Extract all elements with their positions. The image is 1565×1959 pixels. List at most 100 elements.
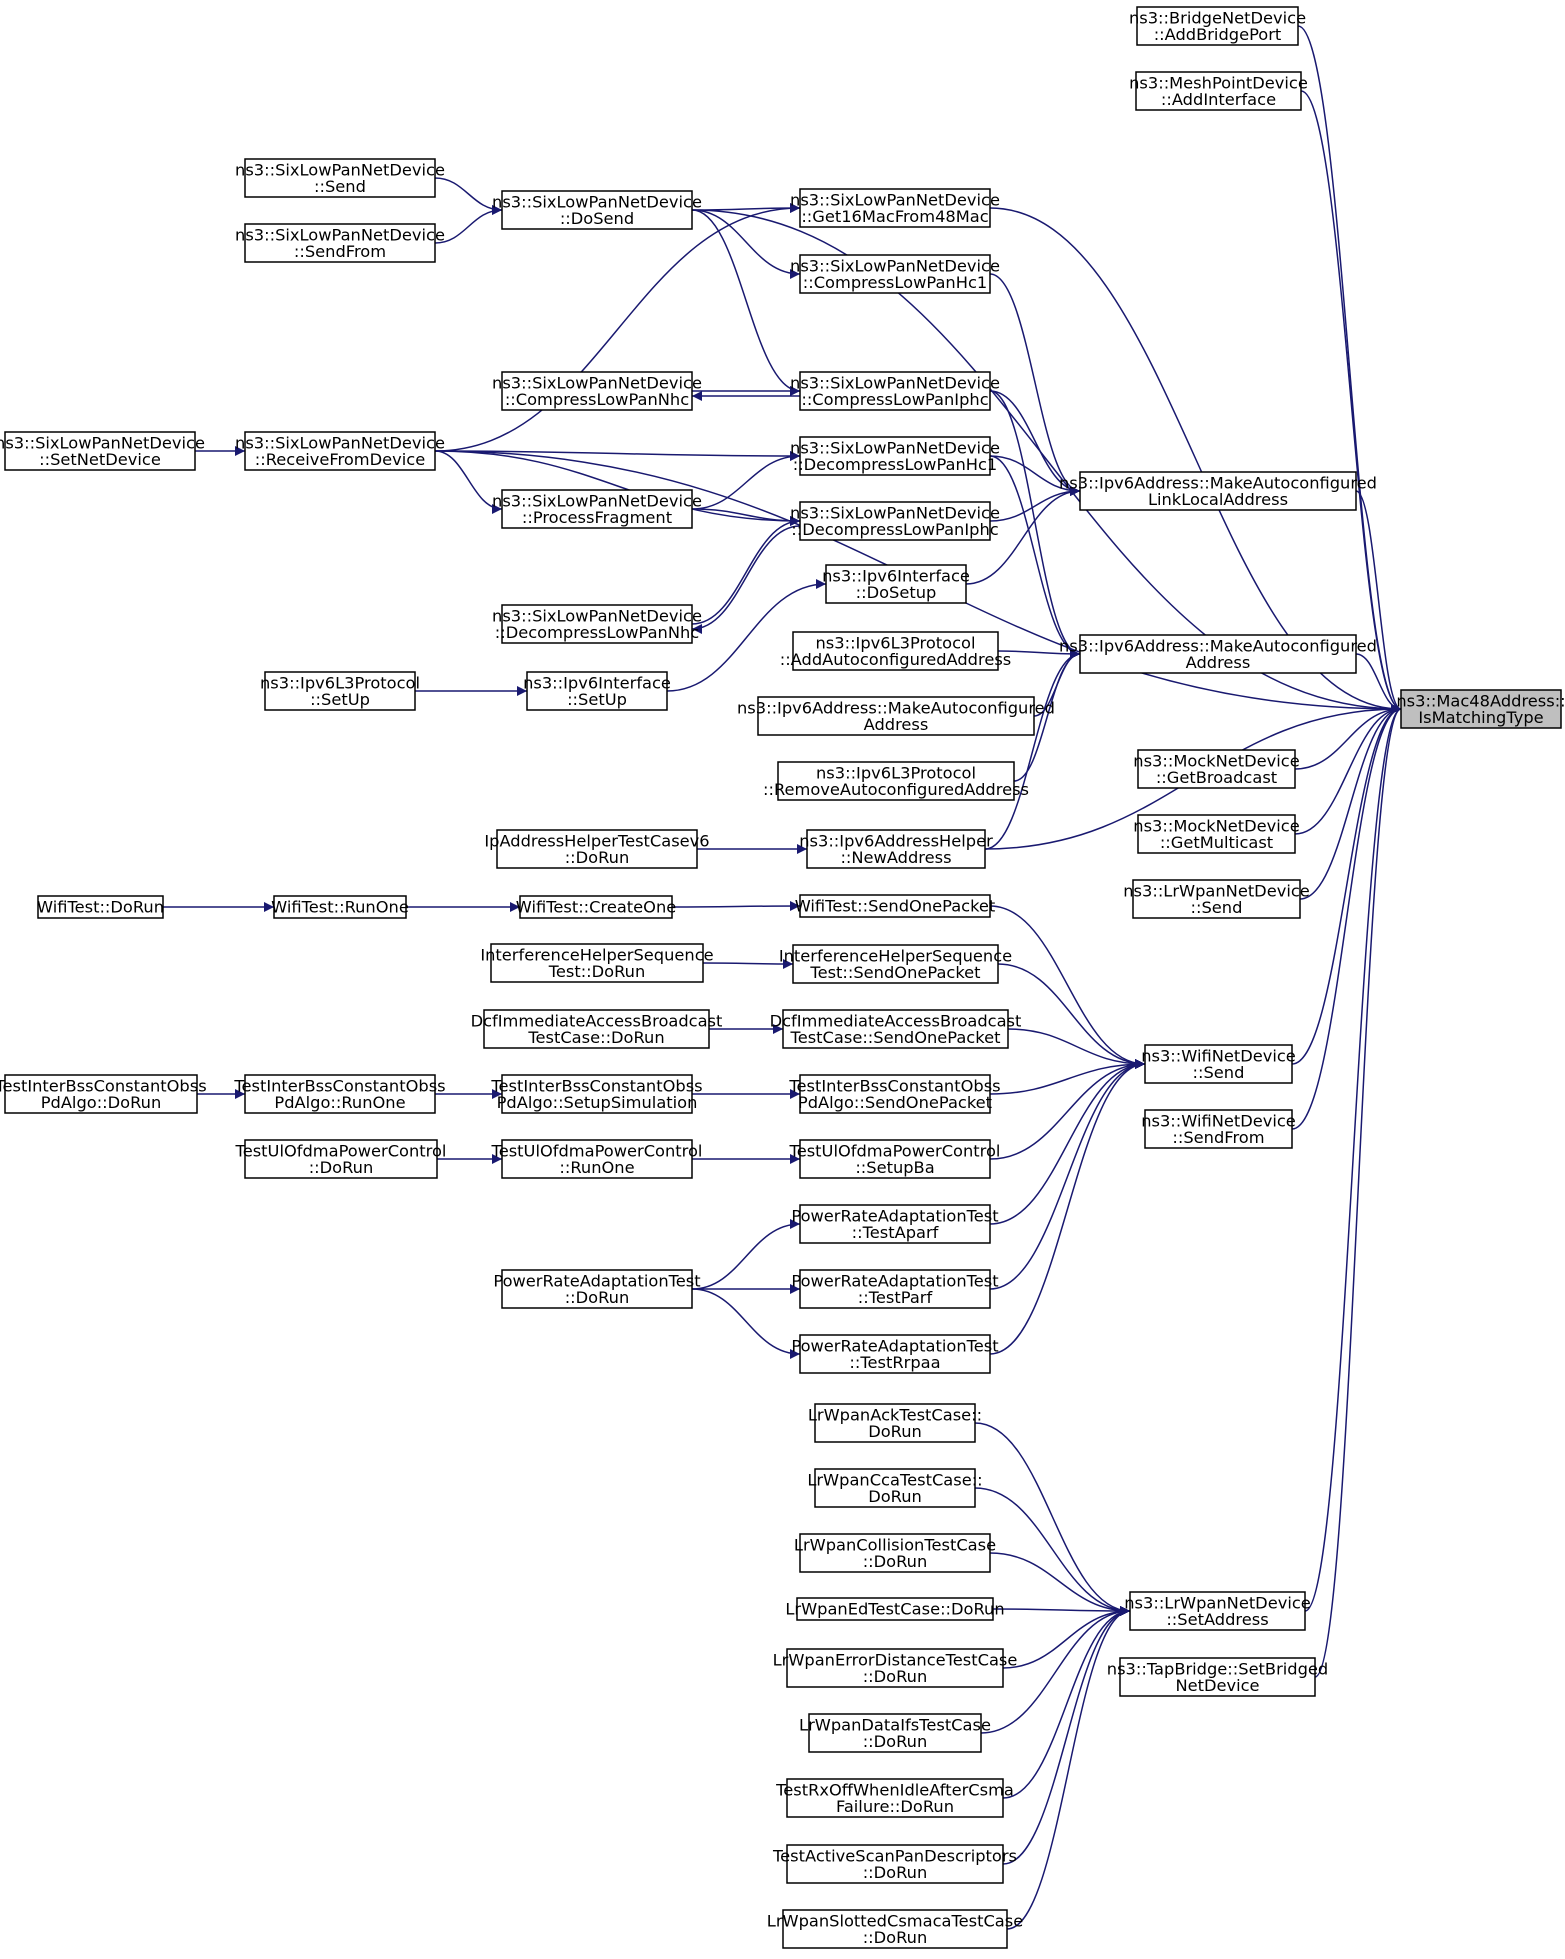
node-label: LrWpanSlottedCsmacaTestCase <box>767 1912 1023 1931</box>
node-label: NetDevice <box>1175 1676 1259 1695</box>
node-label: ::DecompressLowPanHc1 <box>793 455 998 474</box>
node-sixlow_sendfrom[interactable]: ns3::SixLowPanNetDevice::SendFrom <box>235 223 445 263</box>
node-mesh_add[interactable]: ns3::MeshPointDevice::AddInterface <box>1129 71 1308 111</box>
node-label: ::AddInterface <box>1161 90 1276 109</box>
node-box <box>799 188 991 228</box>
node-addauto[interactable]: ns3::Ipv6L3Protocol::AddAutoconfiguredAd… <box>780 631 1012 671</box>
node-lr_cca[interactable]: LrWpanCcaTestCase::DoRun <box>807 1468 983 1508</box>
edge-lr_cca-to-lr_setaddr <box>974 1487 1131 1616</box>
node-tib_setup[interactable]: TestInterBssConstantObssPdAlgo::SetupSim… <box>490 1074 703 1114</box>
node-label: ns3::SixLowPanNetDevice <box>492 492 702 511</box>
edges-layer <box>162 25 1402 1930</box>
node-box <box>782 1009 1009 1049</box>
node-lr_ed[interactable]: LrWpanEdTestCase::DoRun <box>785 1597 1005 1621</box>
edge-lr_rxoff-to-lr_setaddr <box>1002 1606 1131 1799</box>
node-lrwpan_send[interactable]: ns3::LrWpanNetDevice::Send <box>1123 879 1310 919</box>
node-lr_coll[interactable]: LrWpanCollisionTestCase::DoRun <box>794 1533 996 1573</box>
node-tib_send[interactable]: TestInterBssConstantObssPdAlgo::SendOneP… <box>788 1074 1001 1114</box>
edge-lr_coll-to-lr_setaddr <box>989 1552 1131 1616</box>
node-mock_bcast[interactable]: ns3::MockNetDevice::GetBroadcast <box>1133 749 1300 789</box>
node-sixlow_send[interactable]: ns3::SixLowPanNetDevice::Send <box>235 158 445 198</box>
node-box <box>777 761 1015 801</box>
node-ipv6l3_setup[interactable]: ns3::Ipv6L3Protocol::SetUp <box>260 671 420 711</box>
node-iphelper_new[interactable]: ns3::Ipv6AddressHelper::NewAddress <box>799 829 993 869</box>
node-wifitest_sendone[interactable]: WifiTest::SendOnePacket <box>795 894 996 918</box>
node-box <box>799 371 991 411</box>
node-target[interactable]: ns3::Mac48Address::IsMatchingType <box>1396 689 1565 729</box>
node-setnetdev[interactable]: ns3::SixLowPanNetDevice::SetNetDevice <box>0 431 205 471</box>
node-label: TestCase::DoRun <box>527 1028 664 1047</box>
node-label: LrWpanAckTestCase:: <box>808 1406 982 1425</box>
node-comp_hc1[interactable]: ns3::SixLowPanNetDevice::CompressLowPanH… <box>790 254 1000 294</box>
node-ipv6if_setup[interactable]: ns3::Ipv6Interface::SetUp <box>523 671 671 711</box>
node-box <box>501 489 693 529</box>
node-wifitest_create[interactable]: WifiTest::CreateOne <box>516 895 677 919</box>
node-bridge_add[interactable]: ns3::BridgeNetDevice::AddBridgePort <box>1129 6 1306 46</box>
node-label: LrWpanDataIfsTestCase <box>799 1716 991 1735</box>
node-lr_ack[interactable]: LrWpanAckTestCase::DoRun <box>808 1403 982 1443</box>
node-makeauto[interactable]: ns3::Ipv6Address::MakeAutoconfiguredAddr… <box>1059 634 1377 674</box>
edge-mock_bcast-to-target <box>1294 704 1402 770</box>
node-decomp_nhc[interactable]: ns3::SixLowPanNetDevice::DecompressLowPa… <box>492 604 702 644</box>
node-label: TestInterBssConstantObss <box>490 1077 702 1096</box>
node-lr_activescan[interactable]: TestActiveScanPanDescriptors::DoRun <box>772 1844 1017 1884</box>
node-recvfrom[interactable]: ns3::SixLowPanNetDevice::ReceiveFromDevi… <box>235 431 445 471</box>
node-box <box>806 829 986 869</box>
node-procfrag[interactable]: ns3::SixLowPanNetDevice::ProcessFragment <box>492 489 702 529</box>
node-label: LrWpanCcaTestCase:: <box>807 1471 982 1490</box>
node-label: ns3::SixLowPanNetDevice <box>790 257 1000 276</box>
node-decomp_hc1[interactable]: ns3::SixLowPanNetDevice::DecompressLowPa… <box>790 436 1000 476</box>
node-pra_aparf[interactable]: PowerRateAdaptationTest::TestAparf <box>791 1204 999 1244</box>
node-tul_dorun[interactable]: TestUlOfdmaPowerControl::DoRun <box>235 1139 447 1179</box>
node-tul_setupba[interactable]: TestUlOfdmaPowerControl::SetupBa <box>789 1139 1001 1179</box>
node-ipv6if_dosetup[interactable]: ns3::Ipv6Interface::DoSetup <box>822 564 970 604</box>
node-get16[interactable]: ns3::SixLowPanNetDevice::Get16MacFrom48M… <box>790 188 1000 228</box>
edge-recvfrom-to-decomp_hc1 <box>434 450 801 461</box>
node-ihs_send[interactable]: InterferenceHelperSequenceTest::SendOneP… <box>779 944 1012 984</box>
node-comp_iphc[interactable]: ns3::SixLowPanNetDevice::CompressLowPanI… <box>790 371 1000 411</box>
node-sixlow_dosend[interactable]: ns3::SixLowPanNetDevice::DoSend <box>492 190 702 230</box>
node-wifitest_runone[interactable]: WifiTest::RunOne <box>271 895 409 919</box>
node-label: ns3::LrWpanNetDevice <box>1124 1594 1311 1613</box>
node-comp_nhc[interactable]: ns3::SixLowPanNetDevice::CompressLowPanN… <box>492 371 702 411</box>
node-iphelper_test[interactable]: IpAddressHelperTestCasev6::DoRun <box>484 829 710 869</box>
node-wifi_sendfrom[interactable]: ns3::WifiNetDevice::SendFrom <box>1141 1109 1296 1149</box>
edge-sixlow_dosend-to-comp_iphc <box>691 209 801 396</box>
node-dcf_dorun[interactable]: DcfImmediateAccessBroadcastTestCase::DoR… <box>471 1009 723 1049</box>
node-tul_runone[interactable]: TestUlOfdmaPowerControl::RunOne <box>491 1139 703 1179</box>
node-wifitest_dorun[interactable]: WifiTest::DoRun <box>37 895 164 919</box>
node-label: ::RunOne <box>559 1158 634 1177</box>
node-box <box>244 1074 436 1114</box>
node-lr_slotted[interactable]: LrWpanSlottedCsmacaTestCase::DoRun <box>767 1909 1023 1949</box>
node-pra_parf[interactable]: PowerRateAdaptationTest::TestParf <box>791 1269 999 1309</box>
node-pra_rrpaa[interactable]: PowerRateAdaptationTest::TestRrpaa <box>791 1334 999 1374</box>
node-box <box>786 1648 1004 1688</box>
node-lr_errdist[interactable]: LrWpanErrorDistanceTestCase::DoRun <box>773 1648 1018 1688</box>
node-label: InterferenceHelperSequence <box>779 947 1012 966</box>
node-label: ns3::SixLowPanNetDevice <box>235 161 445 180</box>
node-makell[interactable]: ns3::Ipv6Address::MakeAutoconfiguredLink… <box>1059 471 1377 511</box>
node-label: ::CompressLowPanIphc <box>801 390 988 409</box>
node-lr_setaddr[interactable]: ns3::LrWpanNetDevice::SetAddress <box>1124 1591 1311 1631</box>
edge-procfrag-to-decomp_hc1 <box>691 451 801 510</box>
node-label: ns3::SixLowPanNetDevice <box>492 607 702 626</box>
node-dcf_send[interactable]: DcfImmediateAccessBroadcastTestCase::Sen… <box>770 1009 1022 1049</box>
node-decomp_iphc[interactable]: ns3::SixLowPanNetDevice::DecompressLowPa… <box>790 501 1000 541</box>
node-removeauto[interactable]: ns3::Ipv6L3Protocol::RemoveAutoconfigure… <box>763 761 1029 801</box>
node-pra_dorun[interactable]: PowerRateAdaptationTest::DoRun <box>493 1269 701 1309</box>
node-box <box>496 829 698 869</box>
node-label: DcfImmediateAccessBroadcast <box>471 1012 723 1031</box>
node-lr_dataifs[interactable]: LrWpanDataIfsTestCase::DoRun <box>799 1713 991 1753</box>
node-label: TestActiveScanPanDescriptors <box>772 1847 1017 1866</box>
node-wifi_send[interactable]: ns3::WifiNetDevice::Send <box>1141 1044 1296 1084</box>
node-label: ::Send <box>314 177 366 196</box>
node-label: ::DoRun <box>863 1863 928 1882</box>
node-makeauto2[interactable]: ns3::Ipv6Address::MakeAutoconfiguredAddr… <box>737 696 1055 736</box>
node-box <box>244 158 436 198</box>
node-mock_mcast[interactable]: ns3::MockNetDevice::GetMulticast <box>1133 814 1300 854</box>
